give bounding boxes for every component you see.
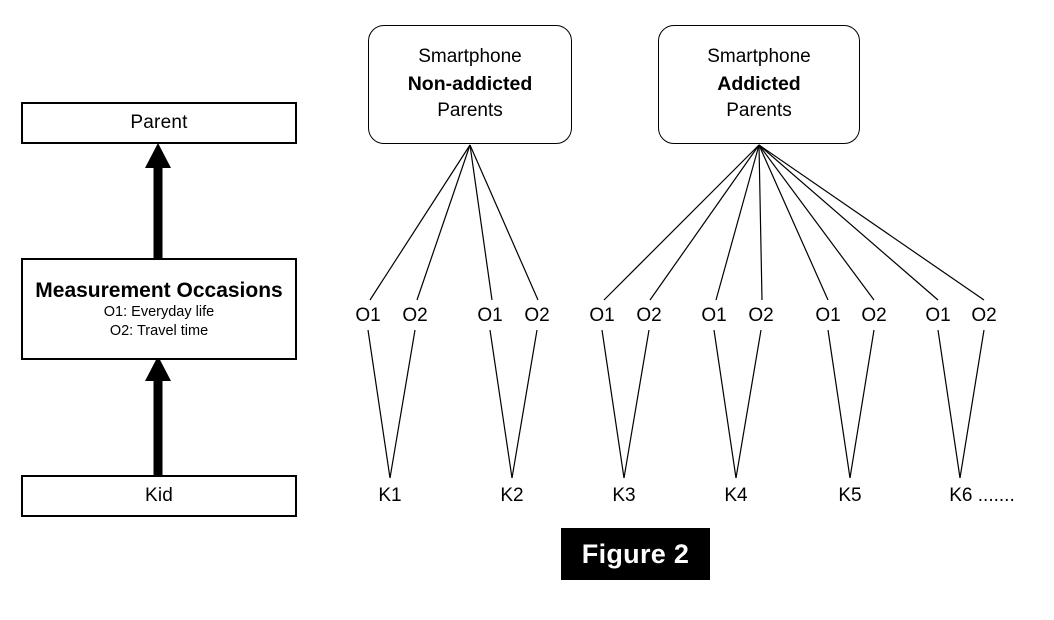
kid-label-k6: K6 .......	[949, 485, 1015, 506]
group-nonaddicted-line2: Non-addicted	[407, 72, 533, 95]
level-box-kid-title: Kid	[144, 485, 174, 507]
level-box-measurement-sub-o1: O1: Everyday life	[103, 303, 215, 320]
occasion-label-12: O2	[971, 305, 997, 326]
level-box-kid: Kid	[21, 475, 297, 517]
kid-label-k3: K3	[612, 485, 636, 506]
occasion-label-2: O2	[402, 305, 428, 326]
occasion-label-11: O1	[925, 305, 951, 326]
kid-label-k5: K5	[838, 485, 862, 506]
group-box-addicted: Smartphone Addicted Parents	[658, 25, 860, 144]
level-box-measurement-sub-o2: O2: Travel time	[109, 323, 209, 340]
occasion-label-10: O2	[861, 305, 887, 326]
occasion-label-9: O1	[815, 305, 841, 326]
edges-occasions-to-kids	[367, 329, 985, 479]
occasion-label-1: O1	[355, 305, 381, 326]
group-addicted-line2: Addicted	[717, 72, 801, 95]
group-nonaddicted-line1: Smartphone	[418, 45, 522, 67]
occasion-label-6: O2	[636, 305, 662, 326]
level-box-parent-title: Parent	[130, 112, 188, 134]
left-arrow-kid-to-measurement	[145, 356, 171, 475]
occasion-label-8: O2	[748, 305, 774, 326]
occasion-label-7: O1	[701, 305, 727, 326]
figure-caption: Figure 2	[561, 528, 710, 580]
kid-label-k2: K2	[500, 485, 524, 506]
group-nonaddicted-line3: Parents	[437, 100, 503, 122]
edges-addicted-to-occasions	[603, 144, 985, 301]
level-box-parent: Parent	[21, 102, 297, 144]
left-arrow-measurement-to-parent	[145, 143, 171, 258]
occasion-label-3: O1	[477, 305, 503, 326]
level-box-measurement-title: Measurement Occasions	[35, 278, 283, 302]
edges-nonaddicted-to-occasions	[369, 144, 539, 301]
kid-label-k1: K1	[378, 485, 402, 506]
group-addicted-line1: Smartphone	[707, 45, 811, 67]
group-addicted-line3: Parents	[726, 100, 792, 122]
level-box-measurement-occasions: Measurement Occasions O1: Everyday life …	[21, 258, 297, 360]
group-box-nonaddicted: Smartphone Non-addicted Parents	[368, 25, 572, 144]
kid-label-k4: K4	[724, 485, 748, 506]
occasion-label-5: O1	[589, 305, 615, 326]
occasion-label-4: O2	[524, 305, 550, 326]
